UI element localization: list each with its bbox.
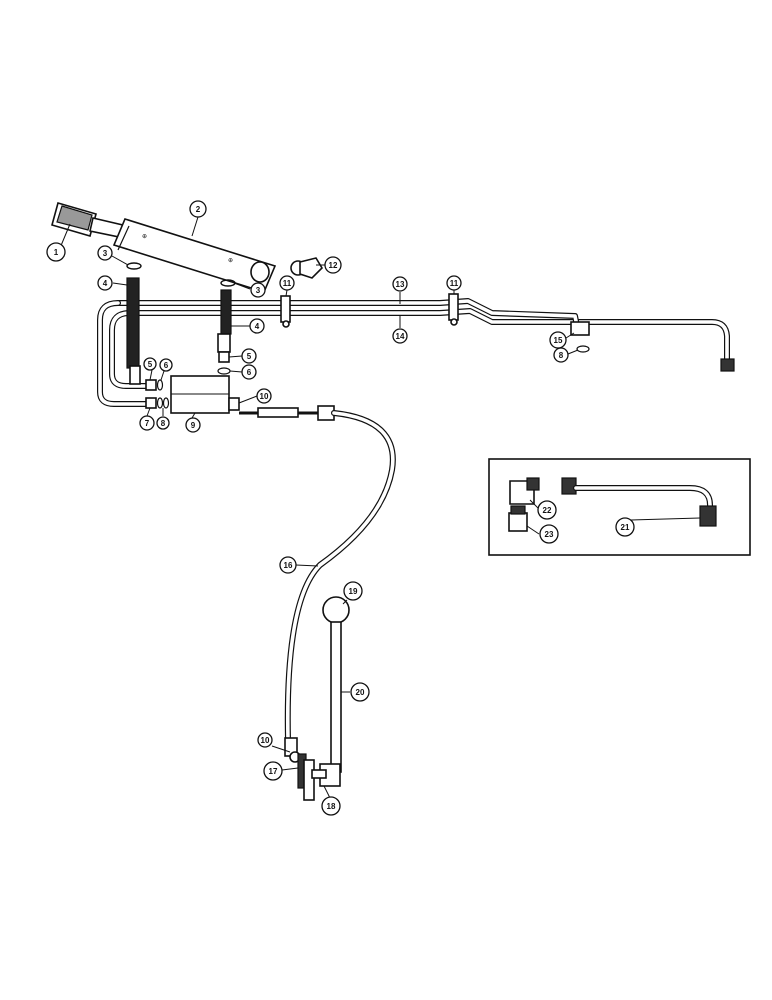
callout-1: 1 (46, 242, 66, 262)
callout-10a-label: 10 (260, 392, 269, 401)
bracket (290, 257, 324, 279)
callout-3a: 3 (97, 245, 113, 261)
callout-8b-label: 8 (559, 351, 564, 360)
callout-19-label: 19 (349, 587, 358, 596)
callout-23: 23 (539, 524, 559, 544)
callout-5b-label: 5 (247, 352, 252, 361)
callout-2: 2 (189, 200, 207, 218)
control-valve (170, 375, 240, 414)
callout-6b-label: 6 (247, 368, 252, 377)
callout-20: 20 (350, 682, 370, 702)
hydraulic-cylinder: ⊕ ⊕ (51, 202, 277, 293)
callout-4b: 4 (249, 318, 265, 334)
callout-21: 21 (615, 517, 635, 537)
callout-13: 13 (392, 276, 408, 292)
callout-10a: 10 (256, 388, 272, 404)
callout-2-label: 2 (196, 205, 201, 214)
tube-assembly-13-14 (97, 298, 735, 407)
callout-7-label: 7 (145, 419, 150, 428)
callout-10b-label: 10 (261, 736, 270, 745)
callout-19: 19 (343, 581, 363, 601)
callout-8a: 8 (156, 416, 170, 430)
svg-text:⊕: ⊕ (142, 234, 147, 240)
callout-17: 17 (263, 761, 283, 781)
hose-left (126, 277, 141, 385)
svg-text:⊕: ⊕ (228, 258, 233, 264)
callout-6a: 6 (159, 358, 173, 372)
callout-4b-label: 4 (255, 322, 260, 331)
callouts: 1 2 3 3 4 4 5 5 6 6 7 8 8 9 10 10 11 11 … (46, 200, 635, 816)
callout-3a-label: 3 (103, 249, 108, 258)
callout-22: 22 (537, 500, 557, 520)
callout-3b: 3 (250, 282, 266, 298)
callout-10b: 10 (257, 732, 273, 748)
callout-11b: 11 (446, 275, 462, 291)
callout-3b-label: 3 (256, 286, 261, 295)
tube-clip-left (280, 295, 291, 328)
callout-15: 15 (549, 331, 567, 349)
callout-7: 7 (139, 415, 155, 431)
callout-12-label: 12 (329, 261, 338, 270)
callout-12: 12 (324, 256, 342, 274)
callout-14: 14 (392, 328, 408, 344)
callout-4a: 4 (97, 275, 113, 291)
callout-22-label: 22 (543, 506, 552, 515)
callout-8b: 8 (553, 347, 569, 363)
callout-15-label: 15 (554, 336, 563, 345)
callout-11a: 11 (279, 275, 295, 291)
tube-clip-right (448, 293, 459, 326)
callout-6b: 6 (241, 364, 257, 380)
callout-17-label: 17 (269, 767, 278, 776)
callout-11b-label: 11 (450, 279, 459, 288)
lever-bracket (297, 753, 327, 801)
callout-8a-label: 8 (161, 419, 166, 428)
callout-16: 16 (279, 556, 297, 574)
callout-5a: 5 (143, 357, 157, 371)
inset-panel (488, 458, 751, 556)
callout-18: 18 (321, 796, 341, 816)
callout-11a-label: 11 (283, 279, 292, 288)
callout-5b: 5 (241, 348, 257, 364)
callout-9-label: 9 (191, 421, 196, 430)
callout-14-label: 14 (396, 332, 405, 341)
callout-1-label: 1 (54, 248, 59, 257)
callout-18-label: 18 (327, 802, 336, 811)
callout-16-label: 16 (284, 561, 293, 570)
control-cable (239, 405, 396, 763)
leader-lines (59, 216, 701, 799)
callout-9: 9 (185, 417, 201, 433)
callout-4a-label: 4 (103, 279, 108, 288)
callout-23-label: 23 (545, 530, 554, 539)
fittings-cluster (145, 345, 590, 409)
callout-5a-label: 5 (148, 360, 153, 369)
callout-6a-label: 6 (164, 361, 169, 370)
callout-20-label: 20 (356, 688, 365, 697)
callout-13-label: 13 (396, 280, 405, 289)
callout-21-label: 21 (621, 523, 630, 532)
